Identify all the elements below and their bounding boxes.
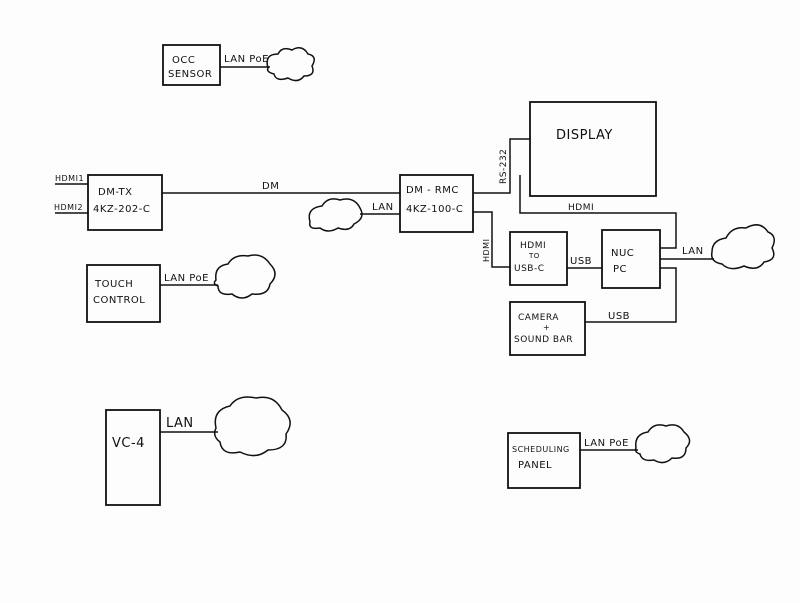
dm-tx-label-2: 4KZ-202-C [93,204,150,215]
hdmi2-label: HDMI2 [54,203,83,212]
camera-label-2: + [543,323,550,332]
camera-label-1: CAMERA [518,313,559,323]
occ-sensor-box [162,44,221,86]
touch-lan-label: LAN PoE [164,273,209,284]
dm-label: DM [262,181,279,192]
hdmi-usbc-label-3: USB-C [514,264,545,274]
nuc-hdmi-wire [519,175,677,249]
rmc-hdmi-wire [473,211,510,268]
camera-label-3: SOUND BAR [514,335,573,345]
touch-control-label-2: CONTROL [93,295,145,306]
network-cloud-icon [213,254,276,299]
touch-control-box [86,264,161,323]
dm-tx-label-1: DM-TX [98,187,132,198]
camera-soundbar-box [509,301,586,356]
rmc-lan-label: LAN [372,202,394,213]
sched-lan-label: LAN PoE [584,438,629,449]
occ-sensor-label-2: SENSOR [168,69,212,80]
rs232-label: RS-232 [499,149,509,184]
network-cloud-icon [634,424,691,464]
nuc-pc-box [601,229,661,289]
adapter-usb-label: USB [570,256,592,267]
network-cloud-icon [308,198,363,232]
hdmi-usbc-label-1: HDMI [520,241,546,251]
dm-rmc-box [399,174,474,233]
hdmi-usbc-label-2: TO [528,252,540,260]
dm-tx-box [87,174,163,231]
vc4-box [105,409,161,506]
display-label: DISPLAY [556,128,613,143]
camera-usb-label: USB [608,311,630,322]
hdmi-to-usbc-box [509,231,568,286]
rs232-wire [473,138,530,194]
scheduling-panel-label-1: SCHEDULING [512,445,570,454]
nuc-hdmi-label: HDMI [568,203,594,213]
network-cloud-icon [213,396,291,457]
network-cloud-icon [710,224,775,270]
nuc-lan-label: LAN [682,246,704,257]
dm-rmc-label-1: DM - RMC [406,185,459,196]
scheduling-panel-label-2: PANEL [518,460,552,471]
occ-sensor-label-1: OCC [172,55,195,66]
nuc-pc-label-1: NUC [611,248,634,259]
rmc-hdmi-label: HDMI [482,239,491,262]
network-cloud-icon [266,47,315,82]
nuc-pc-label-2: PC [613,264,627,275]
vc4-label: VC-4 [112,436,145,451]
scheduling-panel-box [507,432,581,489]
display-box [529,101,657,197]
vc4-lan-label: LAN [166,416,194,431]
touch-control-label-1: TOUCH [94,279,133,290]
camera-usb-wire [585,267,677,323]
hdmi1-label: HDMI1 [55,174,84,183]
dm-rmc-label-2: 4KZ-100-C [406,204,463,215]
occ-lan-label: LAN PoE [224,54,269,65]
